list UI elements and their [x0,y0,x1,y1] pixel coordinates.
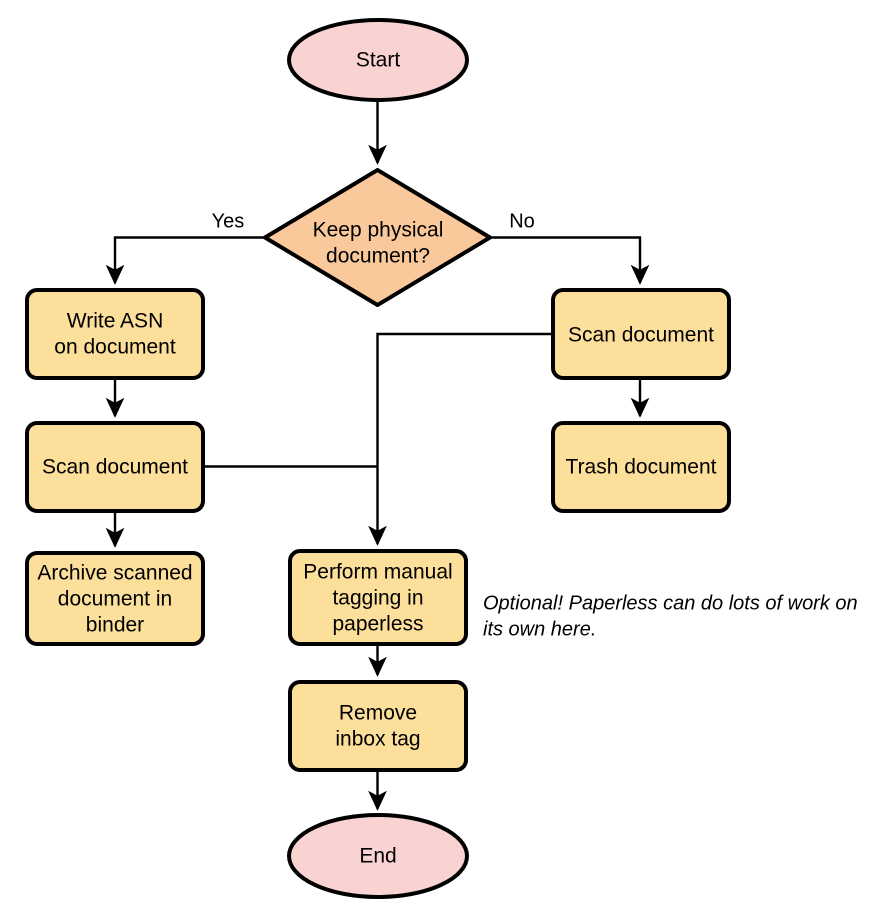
edge-label-layer: Yes No [212,210,535,232]
tagging-label-line2: tagging in [332,587,423,610]
edge-scan-right-to-tagging [368,332,553,546]
edge-decision-to-scan-right [490,236,650,285]
scan-document-left-box [25,421,205,513]
node-decision-keep-physical-document[interactable]: Keep physical document? [263,168,492,307]
optional-note-line2: its own here. [483,618,596,640]
node-scan-document-left[interactable]: Scan document [25,421,205,513]
remove-inbox-tag-label-line2: inbox tag [335,728,420,751]
decision-label-line2: document? [326,245,430,268]
node-write-asn-on-document[interactable]: Write ASN on document [25,288,205,380]
node-end[interactable]: End [287,813,469,899]
node-archive-scanned-document[interactable]: Archive scanned document in binder [25,551,205,646]
edge-decision-to-write-asn [105,236,265,285]
remove-inbox-tag-box [288,680,468,772]
node-start[interactable]: Start [287,18,469,102]
scan-document-left-label: Scan document [42,456,188,479]
end-ellipse [287,813,469,899]
edge-label-yes: Yes [212,210,245,232]
write-asn-box [25,288,205,380]
write-asn-label-line1: Write ASN [67,310,163,333]
scan-document-right-label: Scan document [568,324,714,347]
node-trash-document[interactable]: Trash document [551,421,731,513]
archive-label-line1: Archive scanned [37,562,192,585]
annotation-optional-note: Optional! Paperless can do lots of work … [483,592,858,640]
node-perform-manual-tagging[interactable]: Perform manual tagging in paperless [288,549,468,646]
trash-document-label: Trash document [566,456,717,479]
decision-diamond [263,168,492,307]
node-remove-inbox-tag[interactable]: Remove inbox tag [288,680,468,772]
start-ellipse [287,18,469,102]
archive-label-line2: document in [58,588,172,611]
optional-note-line1: Optional! Paperless can do lots of work … [483,592,858,614]
tagging-label-line3: paperless [332,613,423,636]
start-label: Start [356,49,401,72]
tagging-box [288,549,468,646]
node-scan-document-right[interactable]: Scan document [551,288,731,380]
trash-document-box [551,421,731,513]
write-asn-label-line2: on document [54,336,176,359]
node-layer: Start Keep physical document? Write ASN … [25,18,731,899]
tagging-label-line1: Perform manual [303,561,452,584]
scan-document-right-box [551,288,731,380]
end-label: End [359,845,396,868]
edge-layer [105,100,650,811]
archive-box [25,551,205,646]
archive-label-line3: binder [86,614,144,637]
edge-label-no: No [509,210,535,232]
remove-inbox-tag-label-line1: Remove [339,702,417,725]
decision-label-line1: Keep physical [313,219,444,242]
